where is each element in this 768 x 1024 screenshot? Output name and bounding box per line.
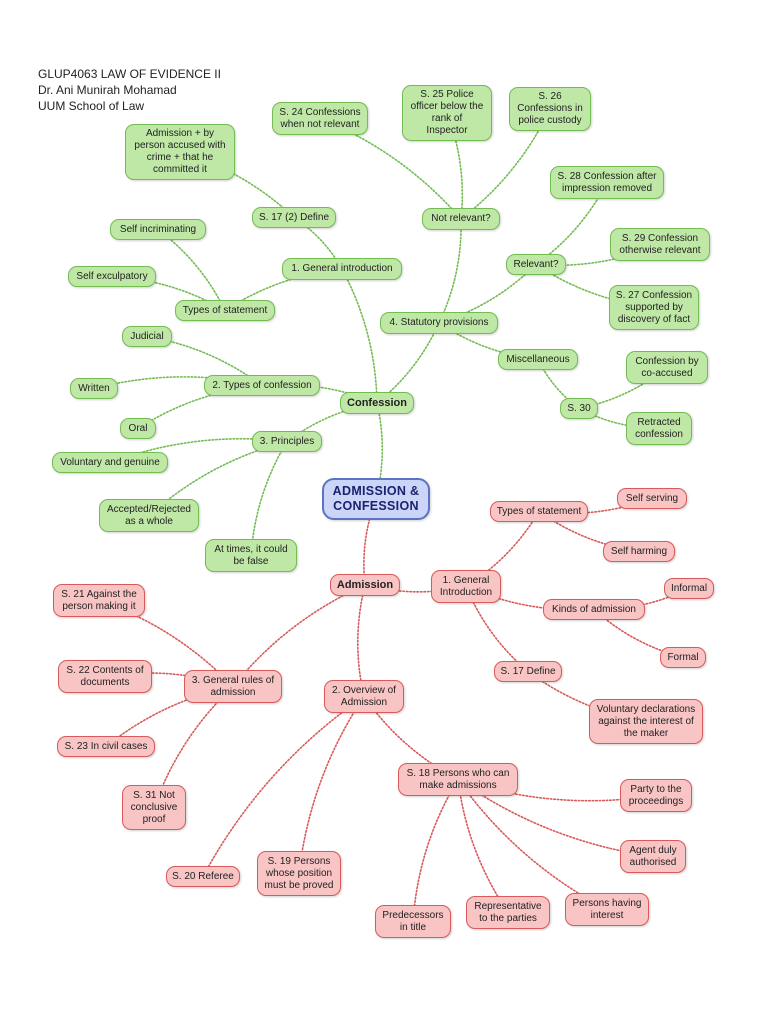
c-s26-node[interactable]: S. 26 Confessions in police custody <box>509 87 591 131</box>
a-informal-node[interactable]: Informal <box>664 578 714 599</box>
a-kinds-node[interactable]: Kinds of admission <box>543 599 645 620</box>
c-at-times-node[interactable]: At times, it could be false <box>205 539 297 572</box>
c-not-relevant-node[interactable]: Not relevant? <box>422 208 500 230</box>
a-predecessors-node[interactable]: Predecessors in title <box>375 905 451 938</box>
document-header: GLUP4063 LAW OF EVIDENCE II Dr. Ani Muni… <box>38 66 221 114</box>
a-persons-interest-node[interactable]: Persons having interest <box>565 893 649 926</box>
c-s28-node[interactable]: S. 28 Confession after impression remove… <box>550 166 664 199</box>
connector-a-overview-node-to-a-s20-node <box>202 695 365 878</box>
c-written-node[interactable]: Written <box>70 378 118 399</box>
connector-confession-node-to-c-statutory-node <box>376 322 440 404</box>
a-party-node[interactable]: Party to the proceedings <box>620 779 692 812</box>
c-voluntary-node[interactable]: Voluntary and genuine <box>52 452 168 473</box>
c-general-intro-node[interactable]: 1. General introduction <box>282 258 402 280</box>
connector-a-s18-node-to-a-representative-node <box>457 778 509 914</box>
c-coaccused-node[interactable]: Confession by co-accused <box>626 351 708 384</box>
a-s31-node[interactable]: S. 31 Not conclusive proof <box>122 785 186 830</box>
c-s30-node[interactable]: S. 30 <box>560 398 598 419</box>
c-oral-node[interactable]: Oral <box>120 418 156 439</box>
connector-c-types-statement-node-to-c-self-incriminating-node <box>157 228 226 312</box>
connector-admission-node-to-a-overview-node <box>357 584 366 698</box>
c-principles-node[interactable]: 3. Principles <box>252 431 322 452</box>
c-self-exculpatory-node[interactable]: Self exculpatory <box>68 266 156 287</box>
a-s20-node[interactable]: S. 20 Referee <box>166 866 240 887</box>
a-s18-node[interactable]: S. 18 Persons who can make admissions <box>398 763 518 796</box>
connector-a-s18-node-to-a-persons-interest-node <box>457 778 608 911</box>
c-s25-node[interactable]: S. 25 Police officer below the rank of I… <box>402 85 492 141</box>
confession-node[interactable]: Confession <box>340 392 414 414</box>
c-misc-node[interactable]: Miscellaneous <box>498 349 578 370</box>
a-types-statement-node[interactable]: Types of statement <box>490 501 588 522</box>
c-self-incriminating-node[interactable]: Self incriminating <box>110 219 206 240</box>
connector-a-overview-node-to-a-s19-node <box>298 695 365 875</box>
a-formal-node[interactable]: Formal <box>660 647 706 668</box>
institution-name: UUM School of Law <box>38 99 145 113</box>
root-node[interactable]: ADMISSION & CONFESSION <box>322 478 430 520</box>
a-s22-node[interactable]: S. 22 Contents of documents <box>58 660 152 693</box>
a-s21-node[interactable]: S. 21 Against the person making it <box>53 584 145 617</box>
c-statutory-node[interactable]: 4. Statutory provisions <box>380 312 498 334</box>
c-judicial-node[interactable]: Judicial <box>122 326 172 347</box>
connector-c-statutory-node-to-c-not-relevant-node <box>438 218 462 324</box>
a-s17-node[interactable]: S. 17 Define <box>494 661 562 682</box>
connector-c-misc-node-to-c-s30-node <box>537 358 580 410</box>
a-general-intro-node[interactable]: 1. General Introduction <box>431 570 501 603</box>
c-types-confession-node[interactable]: 2. Types of confession <box>204 375 320 396</box>
a-voluntary-decl-node[interactable]: Voluntary declarations against the inter… <box>589 699 703 744</box>
c-s27-node[interactable]: S. 27 Confession supported by discovery … <box>609 285 699 330</box>
a-overview-node[interactable]: 2. Overview of Admission <box>324 680 404 713</box>
admission-node[interactable]: Admission <box>330 574 400 596</box>
c-relevant-node[interactable]: Relevant? <box>506 254 566 275</box>
a-self-serving-node[interactable]: Self serving <box>617 488 687 509</box>
a-agent-node[interactable]: Agent duly authorised <box>620 840 686 873</box>
a-self-harming-node[interactable]: Self harming <box>603 541 675 562</box>
course-title: GLUP4063 LAW OF EVIDENCE II <box>38 67 221 81</box>
c-types-statement-node[interactable]: Types of statement <box>175 300 275 321</box>
author-name: Dr. Ani Munirah Mohamad <box>38 83 177 97</box>
connector-a-s18-node-to-a-predecessors-node <box>412 778 459 923</box>
c-s29-node[interactable]: S. 29 Confession otherwise relevant <box>610 228 710 261</box>
connector-confession-node-to-c-general-intro-node <box>341 268 378 404</box>
a-s23-node[interactable]: S. 23 In civil cases <box>57 736 155 757</box>
c-accepted-node[interactable]: Accepted/Rejected as a whole <box>99 499 199 532</box>
c-admission-accused-node[interactable]: Admission + by person accused with crime… <box>125 124 235 180</box>
a-general-rules-node[interactable]: 3. General rules of admission <box>184 670 282 703</box>
c-s17-2-node[interactable]: S. 17 (2) Define <box>252 207 336 228</box>
a-s19-node[interactable]: S. 19 Persons whose position must be pro… <box>257 851 341 896</box>
c-retracted-node[interactable]: Retracted confession <box>626 412 692 445</box>
c-s24-node[interactable]: S. 24 Confessions when not relevant <box>272 102 368 135</box>
a-representative-node[interactable]: Representative to the parties <box>466 896 550 929</box>
